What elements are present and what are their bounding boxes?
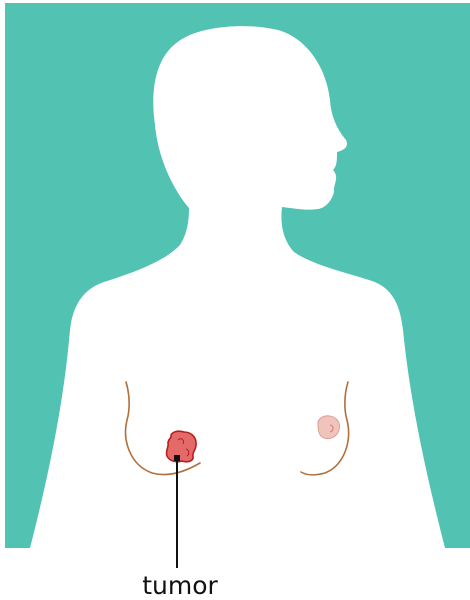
tumor-label: tumor <box>142 571 218 600</box>
tumor-mass <box>166 431 196 462</box>
nipple <box>318 416 340 439</box>
